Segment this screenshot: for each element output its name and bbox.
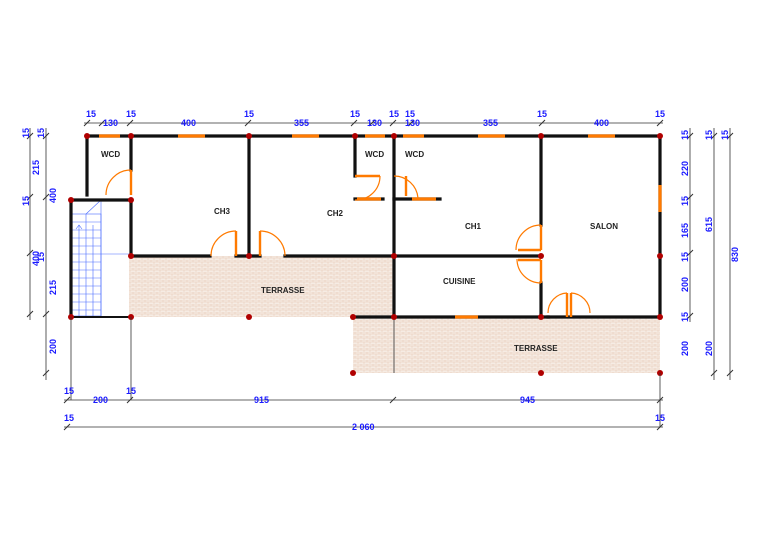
terrace-south <box>353 317 660 373</box>
dim-top-o: 15 <box>655 109 665 119</box>
dim-top-f: 355 <box>294 118 309 128</box>
dimension-lines <box>26 119 734 431</box>
dim-left-b: 15 <box>36 128 46 138</box>
doors <box>105 169 591 317</box>
windows <box>99 134 662 319</box>
dim-left-g: 400 <box>31 251 41 266</box>
dim-right-b: 15 <box>704 130 714 140</box>
dim-right-d: 220 <box>680 161 690 176</box>
dim-right-c: 15 <box>720 130 730 140</box>
room-ch1: CH1 <box>465 222 482 231</box>
top-dimensions: 15 130 15 400 15 355 15 130 15 130 15 35… <box>86 109 665 128</box>
dim-top-k: 15 <box>405 109 415 119</box>
room-cuisine: CUISINE <box>443 277 476 286</box>
dim-right-h: 15 <box>680 252 690 262</box>
dim-right-e: 15 <box>680 196 690 206</box>
terrace-west <box>129 256 394 317</box>
dim-left-e: 400 <box>48 188 58 203</box>
dim-right-l: 200 <box>680 341 690 356</box>
dim-top-d: 400 <box>181 118 196 128</box>
room-terrasse-2: TERRASSE <box>514 344 558 353</box>
dim-right-g: 615 <box>704 217 714 232</box>
room-ch3: CH3 <box>214 207 231 216</box>
room-wcd-3: WCD <box>405 150 424 159</box>
dim-bottom-g: 2 060 <box>352 422 375 432</box>
dim-top-a: 15 <box>86 109 96 119</box>
dim-top-l: 355 <box>483 118 498 128</box>
left-dimensions: 15 15 215 15 400 15 400 215 200 <box>21 128 58 354</box>
room-ch2: CH2 <box>327 209 344 218</box>
dim-left-i: 200 <box>48 339 58 354</box>
room-wcd-1: WCD <box>101 150 120 159</box>
dim-left-a: 15 <box>21 128 31 138</box>
dim-right-f: 165 <box>680 223 690 238</box>
dim-bottom-e: 945 <box>520 395 535 405</box>
dim-top-b: 130 <box>103 118 118 128</box>
dim-top-e: 15 <box>244 109 254 119</box>
dim-right-i: 200 <box>680 277 690 292</box>
dim-top-j: 130 <box>405 118 420 128</box>
dim-left-c: 215 <box>31 160 41 175</box>
right-dimensions: 15 15 15 220 15 165 615 15 200 830 15 20… <box>680 130 740 356</box>
room-wcd-2: WCD <box>365 150 384 159</box>
dim-left-d: 15 <box>21 196 31 206</box>
dim-right-k: 15 <box>680 312 690 322</box>
room-salon: SALON <box>590 222 618 231</box>
dim-right-m: 200 <box>704 341 714 356</box>
dim-top-n: 400 <box>594 118 609 128</box>
dim-bottom-b: 200 <box>93 395 108 405</box>
dim-bottom-c: 15 <box>126 386 136 396</box>
dim-top-i: 15 <box>389 109 399 119</box>
dim-top-c: 15 <box>126 109 136 119</box>
room-labels: WCD WCD WCD CH3 CH2 CH1 SALON CUISINE TE… <box>101 150 618 353</box>
dim-right-j: 830 <box>730 247 740 262</box>
dim-top-h: 130 <box>367 118 382 128</box>
dim-top-m: 15 <box>537 109 547 119</box>
dim-right-a: 15 <box>680 130 690 140</box>
dim-left-h: 215 <box>48 280 58 295</box>
bottom-dimensions: 15 200 15 915 945 15 2 060 15 <box>64 386 665 432</box>
dim-top-g: 15 <box>350 109 360 119</box>
dim-bottom-h: 15 <box>655 413 665 423</box>
dim-bottom-f: 15 <box>64 413 74 423</box>
dim-bottom-a: 15 <box>64 386 74 396</box>
room-terrasse-1: TERRASSE <box>261 286 305 295</box>
dim-bottom-d: 915 <box>254 395 269 405</box>
staircase <box>71 199 131 317</box>
dim-left-f: 15 <box>36 252 46 262</box>
